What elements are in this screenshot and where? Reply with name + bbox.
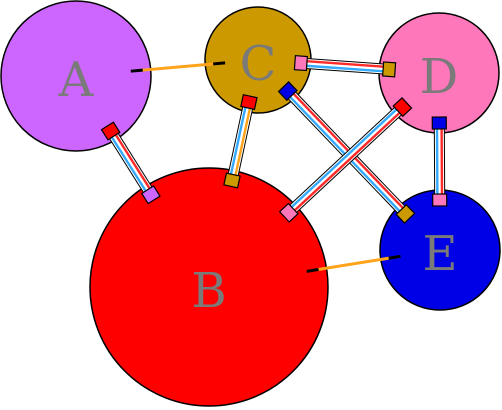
edge-c-e-connector: [395, 203, 416, 224]
edge-b-e-line: [316, 256, 391, 272]
edge-d-b: [278, 96, 413, 223]
edge-c-d-connector: [382, 61, 397, 78]
node-e-label: E: [422, 226, 457, 282]
edge-a-c-stub: [213, 61, 226, 66]
edge-c-e-connector: [277, 81, 298, 102]
edge-d-b-strand: [286, 104, 402, 212]
edge-c-d-strand: [300, 64, 390, 73]
edge-c-b-band: [227, 101, 254, 182]
node-a-label: A: [58, 52, 95, 108]
node-a: A: [0, 0, 152, 152]
node-b-circle: [89, 167, 329, 407]
edge-a-b-band: [106, 128, 155, 198]
node-a-circle: [0, 0, 152, 152]
edge-c-b-strand: [228, 101, 248, 181]
edge-a-b: [100, 121, 161, 205]
edge-c-d: [293, 55, 397, 78]
edge-d-b-connector: [392, 96, 413, 118]
edge-d-b-band: [285, 103, 406, 217]
edge-c-b-connector: [223, 172, 241, 189]
node-d-label: D: [420, 49, 458, 105]
edge-d-e: [431, 116, 448, 207]
edge-a-b-connector: [140, 185, 161, 205]
edge-a-b-strand: [107, 131, 150, 197]
node-e: E: [379, 189, 501, 311]
node-c-label: C: [240, 36, 277, 92]
edge-a-c-stub: [130, 68, 143, 73]
edge-a-c-line: [140, 62, 216, 72]
node-d: D: [378, 12, 500, 134]
edge-d-e-connector: [431, 116, 447, 130]
edge-c-d-connector: [293, 55, 309, 72]
edge-b-e: [306, 254, 401, 273]
edge-c-b: [223, 93, 258, 189]
edge-c-d-band: [300, 58, 390, 74]
edge-d-e-connector: [432, 193, 448, 207]
edge-layer: [100, 55, 448, 273]
edge-a-b-strand: [111, 129, 154, 195]
edge-b-e-stub: [306, 267, 319, 273]
edge-a-b-connector: [100, 121, 121, 141]
edge-c-d-strand: [300, 59, 390, 69]
edge-a-c: [130, 61, 226, 73]
edge-c-b-strand: [233, 102, 253, 182]
node-b: B: [89, 167, 329, 407]
edge-d-b-connector: [278, 202, 299, 223]
edge-d-b-strand: [289, 107, 405, 216]
node-b-label: B: [191, 263, 226, 319]
edge-b-e-stub: [388, 254, 401, 260]
edge-c-b-connector: [240, 93, 258, 111]
